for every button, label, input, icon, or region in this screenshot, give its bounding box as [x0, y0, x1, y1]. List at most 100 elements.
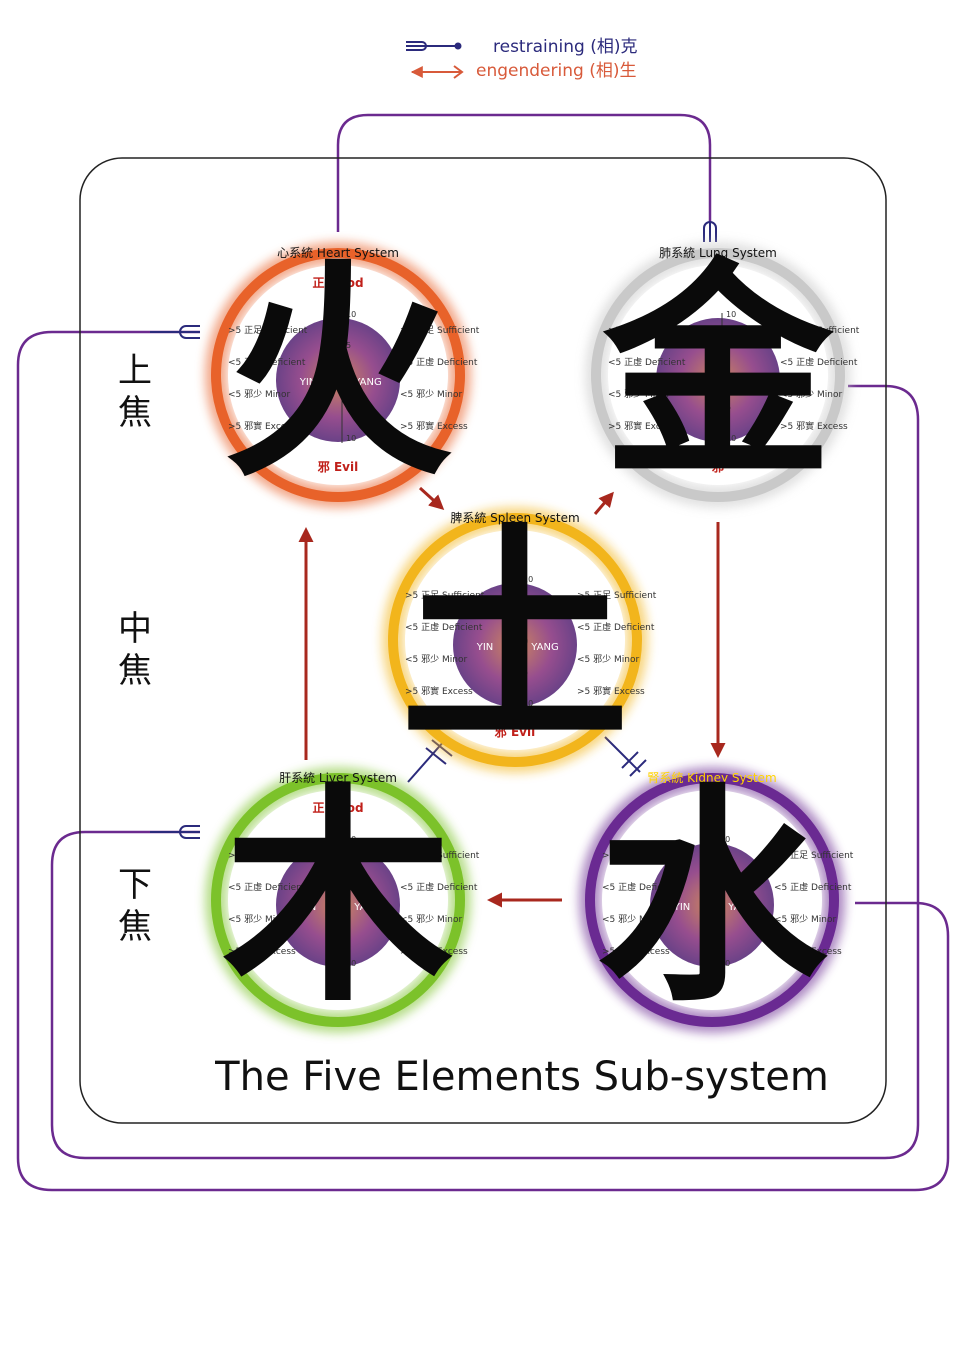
- wood-scale-tick: 0: [346, 897, 351, 906]
- earth-yin-label: YIN: [476, 642, 494, 653]
- wood-scale-left-label: >5 正足 Sufficient: [228, 850, 308, 861]
- wood-scale-tick: 10: [346, 959, 356, 968]
- fire-scale-right-label: >5 邪實 Excess: [400, 420, 468, 432]
- earth-scale-right-label: >5 邪實 Excess: [577, 685, 645, 697]
- engendering-label: engendering (相)生: [476, 61, 636, 81]
- earth-scale-left-label: >5 正足 Sufficient: [405, 590, 485, 601]
- wood-ring: [211, 773, 465, 1027]
- fire-scale-right-label: <5 正虛 Deficient: [400, 356, 478, 368]
- metal-scale-left-label: <5 正虛 Deficient: [608, 356, 686, 368]
- burner-lower-1: 下: [118, 865, 152, 905]
- water-yin-yang-sphere: [650, 843, 774, 967]
- earth-scale-tick: 10: [523, 699, 533, 708]
- restraining-label: restraining (相)克: [493, 37, 637, 57]
- wood-scale-tick: 5: [346, 928, 351, 937]
- fire-scale-right-label: <5 邪少 Minor: [400, 389, 462, 400]
- fire-scale-tick: 10: [346, 310, 356, 319]
- fire-scale-left-label: <5 正虛 Deficient: [228, 356, 306, 368]
- earth-scale-tick: 5: [523, 668, 528, 677]
- burner-upper-2: 焦: [118, 393, 152, 433]
- element-nodes: YIN YANG 10 5 0 5 10 >5 正足 Sufficient <5 正虛 Defi…: [205, 238, 860, 1033]
- earth-scale-right-label: <5 正虛 Deficient: [577, 621, 655, 633]
- metal-scale-right-label: >5 邪實 Excess: [780, 420, 848, 432]
- metal-element-glyph: 金: [602, 238, 834, 508]
- metal-yin-yang-sphere: [656, 318, 780, 442]
- metal-yin-label: YIN: [679, 377, 697, 388]
- water-scale-right-label: >5 邪實 Excess: [774, 945, 842, 957]
- earth-element-glyph: 土: [400, 503, 630, 773]
- inner-frame: [79, 157, 887, 1124]
- wood-scale-tick: 5: [346, 866, 351, 875]
- fire-scale-right-label: >5 正足 Sufficient: [400, 325, 480, 336]
- earth-scale-left-label: >5 邪實 Excess: [405, 685, 473, 697]
- metal-evil-label: 邪: [711, 460, 724, 474]
- wood-yang-label: YANG: [353, 902, 381, 913]
- earth-scale-tick: 5: [523, 606, 528, 615]
- fire-ring: [211, 248, 465, 502]
- arrow-fire-earth: [418, 486, 445, 511]
- metal-ring: [591, 248, 845, 502]
- fire-evil-label: 邪 Evil: [317, 460, 358, 474]
- earth-ring: [388, 513, 642, 767]
- metal-scale-tick: 5: [726, 403, 731, 412]
- earth-yin-yang-sphere: [453, 583, 577, 707]
- water-scale-left-label: <5 正虛 Deficient: [602, 881, 680, 893]
- fire-yin-yang-sphere: [276, 318, 400, 442]
- water-scale-right-label: <5 邪少 Minor: [774, 914, 836, 925]
- wood-scale-tick: 10: [346, 835, 356, 844]
- metal-scale-right-label: <5 正虛 Deficient: [780, 356, 858, 368]
- fire-scale-tick: 0: [346, 372, 351, 381]
- fire-scale-tick: 5: [346, 403, 351, 412]
- wood-element-glyph: 木: [223, 763, 453, 1033]
- earth-scale-tick: 10: [523, 575, 533, 584]
- loop-fire-metal: [336, 113, 712, 232]
- loop-water-fire: [16, 330, 950, 1192]
- water-yin-label: YIN: [673, 902, 691, 913]
- wood-scale-right-label: >5 正足 Sufficient: [400, 850, 480, 861]
- wood-scale-right-label: >5 邪實 Excess: [400, 945, 468, 957]
- metal-system-label: 肺系統 Lung System: [659, 246, 777, 260]
- metal-yang-label: YANG: [733, 377, 761, 388]
- water-scale-right-label: >5 正足 Sufficient: [774, 850, 854, 861]
- wood-scale-left-label: >5 邪實 Excess: [228, 945, 296, 957]
- fire-system-label: 心系統 Heart System: [277, 246, 399, 260]
- metal-scale-tick: 10: [726, 434, 736, 443]
- engendering-arrow-icon: [410, 65, 464, 79]
- earth-scale-right-label: >5 正足 Sufficient: [577, 590, 657, 601]
- water-element-glyph: 水: [597, 763, 828, 1033]
- metal-scale-right-label: >5 正足 Sufficient: [780, 325, 860, 336]
- wood-system-label: 肝系統 Liver System: [279, 771, 397, 785]
- earth-scale-right-label: <5 邪少 Minor: [577, 654, 639, 665]
- engendering-arrows: [298, 486, 726, 908]
- burner-upper-1: 上: [118, 351, 152, 391]
- burner-lower-2: 焦: [118, 907, 152, 947]
- wood-scale-left-label: <5 正虛 Deficient: [228, 881, 306, 893]
- earth-yang-label: YANG: [530, 642, 558, 653]
- legend: restraining (相)克 engendering (相)生: [406, 37, 637, 81]
- restraining-loops: [16, 113, 950, 1192]
- restraining-forks: [150, 221, 717, 839]
- burner-middle-1: 中: [118, 609, 152, 649]
- restraining-fork-icon: [406, 41, 462, 51]
- water-scale-tick: 10: [720, 959, 730, 968]
- earth-system-label: 脾系統 Spleen System: [450, 510, 579, 525]
- earth-scale-left-label: <5 邪少 Minor: [405, 654, 467, 665]
- metal-scale-tick: 10: [726, 310, 736, 319]
- metal-scale-left-label: >5 正足 Sufficient: [608, 325, 688, 336]
- burner-middle-2: 焦: [118, 651, 152, 691]
- fire-good-label: 正 Good: [312, 276, 363, 290]
- metal-scale-tick: 0: [726, 372, 731, 381]
- water-scale-tick: 5: [720, 866, 725, 875]
- wood-scale-left-label: <5 邪少 Minor: [228, 914, 290, 925]
- water-ring: [585, 773, 839, 1027]
- element-wood: YIN YANG 10 5 0 5 10 >5 正足 Sufficient <5 正虛 Defi…: [205, 763, 480, 1033]
- fork-to-fire-icon: [150, 325, 200, 339]
- metal-scale-right-label: <5 邪少 Minor: [780, 389, 842, 400]
- wood-yin-label: YIN: [299, 902, 317, 913]
- wood-yin-yang-sphere: [276, 843, 400, 967]
- fire-element-glyph: 火: [223, 238, 453, 508]
- fire-yin-label: YIN: [299, 377, 317, 388]
